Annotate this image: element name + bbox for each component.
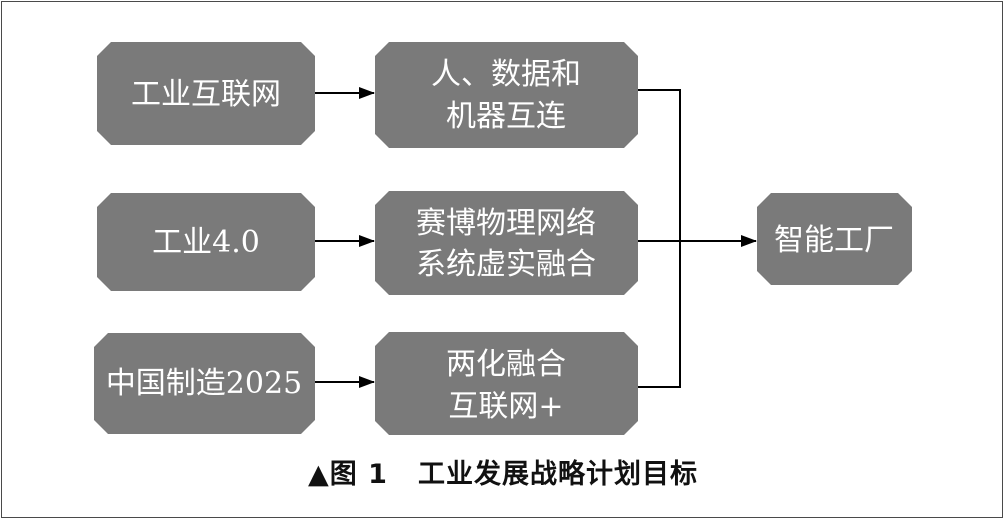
node-label-line-2: 系统虚实融合 [416, 247, 596, 282]
node-label: 中国制造2025 [106, 366, 302, 401]
node-label-line-1: 赛博物理网络 [416, 206, 596, 241]
node-label-line-2: 互联网+ [448, 389, 563, 424]
node-industrial-internet: 工业互联网 [97, 42, 315, 145]
node-cyber-physical: 赛博物理网络 系统虚实融合 [375, 191, 638, 295]
caption-text: 工业发展战略计划目标 [417, 459, 698, 490]
node-industry-4-0: 工业4.0 [97, 193, 315, 291]
node-label: 工业互联网 [131, 77, 281, 112]
node-label-line-2: 机器互连 [446, 99, 566, 134]
figure-caption: ▲图 1 工业发展战略计划目标 [0, 452, 1006, 491]
merge-connector [638, 89, 681, 388]
node-label-line-1: 人、数据和 [431, 57, 581, 92]
node-interconnection: 人、数据和 机器互连 [375, 42, 638, 148]
node-made-in-china-2025: 中国制造2025 [94, 333, 315, 434]
caption-marker: ▲图 1 [308, 459, 388, 490]
node-label: 工业4.0 [152, 225, 260, 260]
node-label-line-1: 两化融合 [446, 347, 566, 382]
node-smart-factory: 智能工厂 [757, 193, 912, 285]
node-integration: 两化融合 互联网+ [375, 332, 638, 435]
node-label: 智能工厂 [774, 223, 894, 258]
